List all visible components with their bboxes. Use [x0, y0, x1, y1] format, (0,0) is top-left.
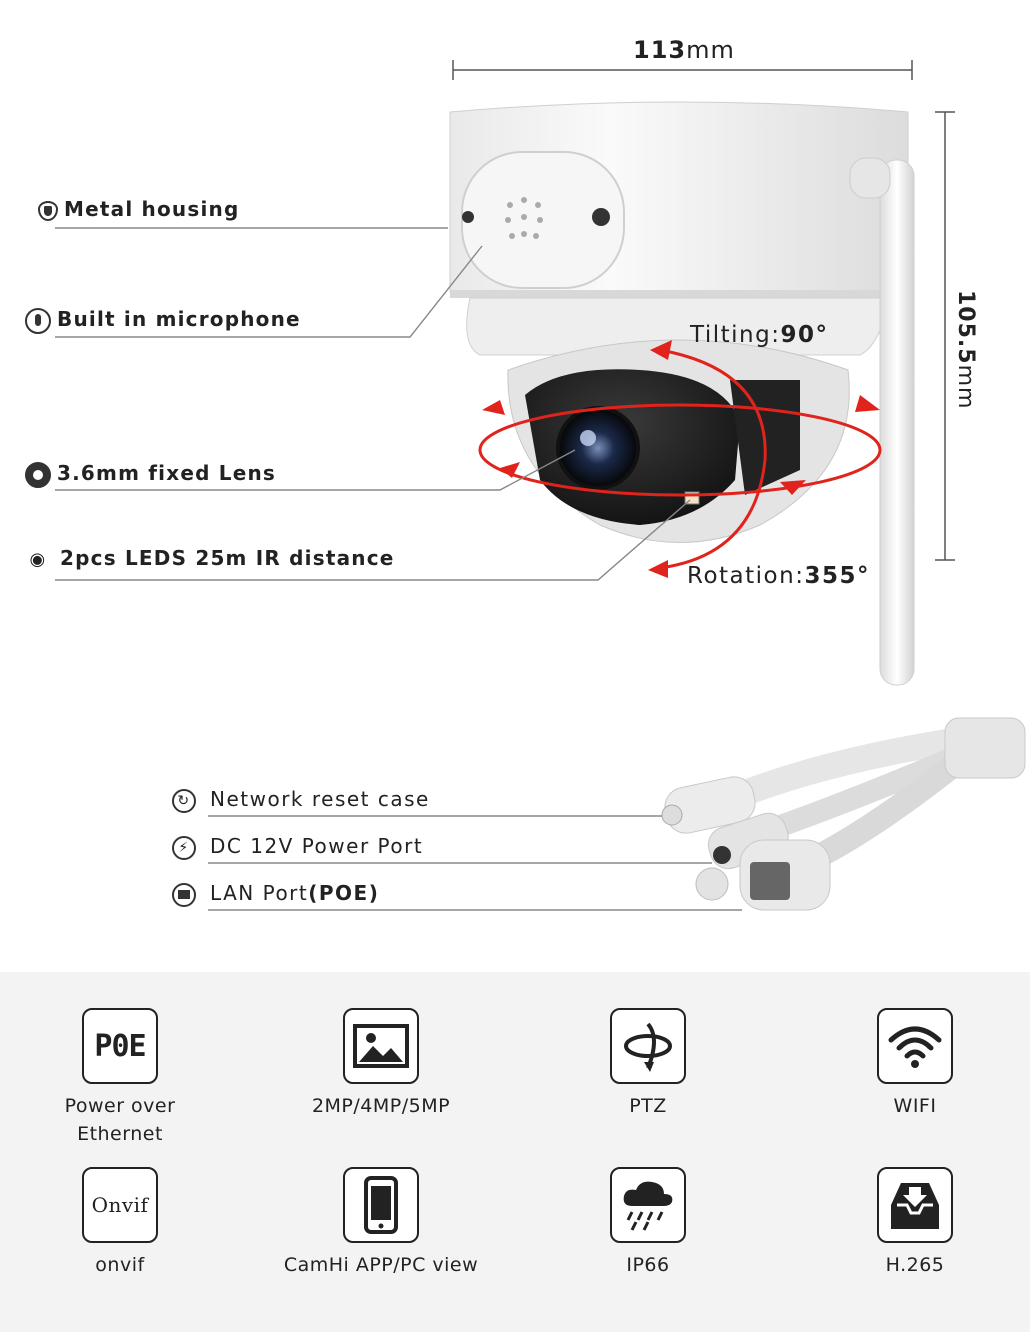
microphone-holes — [505, 197, 543, 239]
reset-icon: ↻ — [172, 788, 196, 813]
width-unit: mm — [686, 36, 735, 64]
feature-label: IP66 — [626, 1254, 670, 1276]
power-label: DC 12V Power Port — [210, 834, 424, 858]
feature-poe: P0E Power over Ethernet — [0, 1008, 240, 1148]
width-dimension-label: 113mm — [633, 36, 735, 64]
feature-h265: H.265 — [795, 1167, 1030, 1279]
lan-label: LAN Port — [210, 881, 309, 905]
feature-label: H.265 — [885, 1254, 945, 1276]
height-dimension-line — [935, 111, 955, 561]
lightning-icon: ⚡ — [172, 835, 196, 860]
feature-ptz: PTZ — [528, 1008, 768, 1120]
feature-wifi: WIFI — [795, 1008, 1030, 1120]
rotation-arrow — [478, 403, 882, 497]
rotation-value: 355° — [804, 563, 870, 589]
callout-metal-housing: Metal housing — [38, 197, 239, 221]
onvif-icon: Onvif — [82, 1167, 158, 1243]
image-icon — [343, 1008, 419, 1084]
feature-label: CamHi APP/PC view — [283, 1254, 479, 1276]
feature-label: onvif — [95, 1254, 145, 1276]
rotation-label: Rotation:355° — [687, 563, 870, 589]
aperture-icon — [25, 461, 51, 488]
callout-lens: 3.6mm fixed Lens — [25, 461, 276, 488]
ethernet-icon — [172, 882, 196, 907]
wifi-icon — [877, 1008, 953, 1084]
metal-housing-label: Metal housing — [64, 197, 240, 221]
poe-icon: P0E — [82, 1008, 158, 1084]
width-value: 113 — [633, 36, 687, 64]
smartphone-icon — [343, 1167, 419, 1243]
feature-label: WIFI — [893, 1095, 937, 1117]
features-panel — [0, 972, 1030, 1332]
reset-label: Network reset case — [210, 787, 430, 811]
ptz-rotate-icon — [610, 1008, 686, 1084]
feature-label: PTZ — [629, 1095, 667, 1117]
width-dimension-line — [452, 60, 913, 80]
height-dimension-label: 105.5mm — [950, 290, 980, 420]
download-tray-icon — [877, 1167, 953, 1243]
antenna — [879, 159, 915, 686]
tilting-label: Tilting:90° — [690, 322, 829, 348]
shield-icon — [38, 200, 58, 221]
feature-ip66: IP66 — [528, 1167, 768, 1279]
callout-microphone: Built in microphone — [25, 307, 301, 334]
microphone-icon — [25, 307, 51, 334]
cable-assembly — [661, 717, 1026, 911]
lens-label: 3.6mm fixed Lens — [57, 461, 277, 485]
feature-onvif: Onvif onvif — [0, 1167, 240, 1279]
led-signal-icon: ◉ — [29, 549, 47, 570]
lens — [556, 406, 640, 490]
feature-label: Power over Ethernet — [64, 1095, 176, 1145]
callout-power: ⚡ DC 12V Power Port — [172, 834, 423, 860]
camera-illustration — [55, 60, 1026, 911]
tilting-arrow — [659, 348, 767, 570]
height-unit: mm — [953, 364, 978, 410]
callout-leds: ◉ 2pcs LEDS 25m IR distance — [28, 546, 395, 570]
feature-app: CamHi APP/PC view — [261, 1167, 501, 1279]
feature-resolution: 2MP/4MP/5MP — [261, 1008, 501, 1120]
weather-rain-icon — [610, 1167, 686, 1243]
lan-note: (POE) — [308, 881, 380, 905]
microphone-label: Built in microphone — [57, 307, 301, 331]
height-value: 105.5 — [953, 290, 978, 365]
callout-lan: LAN Port(POE) — [172, 881, 379, 907]
tilting-value: 90° — [780, 322, 829, 348]
leds-label: 2pcs LEDS 25m IR distance — [60, 546, 395, 570]
feature-label: 2MP/4MP/5MP — [311, 1095, 451, 1117]
callout-reset: ↻ Network reset case — [172, 787, 430, 813]
